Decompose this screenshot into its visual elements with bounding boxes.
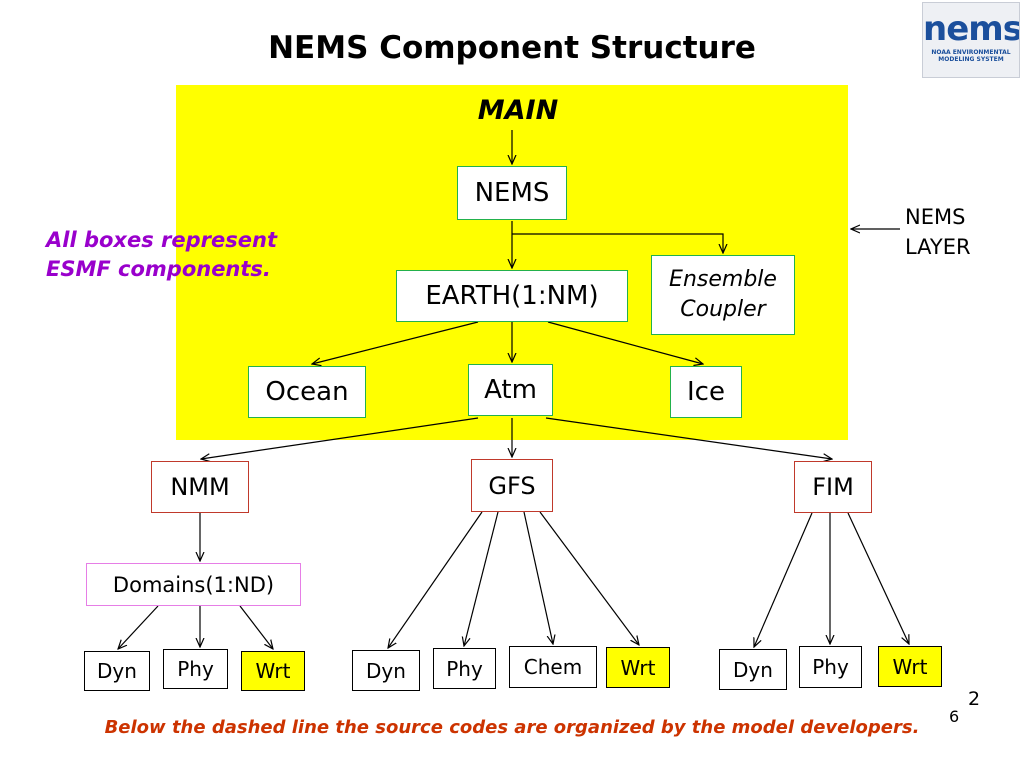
gfs-wrt-box: Wrt: [606, 647, 670, 688]
domains-box: Domains(1:ND): [86, 563, 301, 606]
logo-subtitle-2: MODELING SYSTEM: [938, 56, 1004, 63]
fim-box: FIM: [794, 461, 872, 513]
nems-layer-label: NEMS LAYER: [905, 205, 971, 259]
footer-note: Below the dashed line the source codes a…: [104, 717, 920, 738]
slide-number-2: 2: [968, 688, 981, 710]
fim-dyn-box: Dyn: [719, 649, 787, 690]
earth-box: EARTH(1:NM): [396, 270, 628, 322]
atm-box: Atm: [468, 364, 553, 416]
nmm-box: NMM: [151, 461, 249, 513]
nems-logo: nems NOAA ENVIRONMENTAL MODELING SYSTEM: [922, 2, 1020, 78]
logo-mark: nems: [923, 9, 1020, 49]
fim-phy-box: Phy: [799, 646, 862, 688]
gfs-phy-box: Phy: [433, 648, 496, 689]
logo-subtitle-1: NOAA ENVIRONMENTAL: [931, 49, 1011, 56]
nmm-wrt-box: Wrt: [241, 651, 305, 691]
gfs-chem-box: Chem: [509, 646, 597, 688]
nmm-phy-box: Phy: [163, 649, 228, 689]
ice-box: Ice: [670, 366, 742, 418]
slide-title: NEMS Component Structure: [268, 30, 756, 66]
main-label: MAIN: [477, 95, 559, 126]
nems-box: NEMS: [457, 166, 567, 220]
ocean-box: Ocean: [248, 366, 366, 418]
ensemble-coupler-box: Ensemble Coupler: [651, 255, 795, 335]
slide-number-6: 6: [949, 707, 960, 726]
gfs-box: GFS: [471, 459, 553, 512]
esmf-note: All boxes represent ESMF components.: [46, 228, 277, 281]
nmm-dyn-box: Dyn: [84, 651, 150, 691]
gfs-dyn-box: Dyn: [352, 650, 420, 691]
fim-wrt-box: Wrt: [878, 646, 942, 687]
